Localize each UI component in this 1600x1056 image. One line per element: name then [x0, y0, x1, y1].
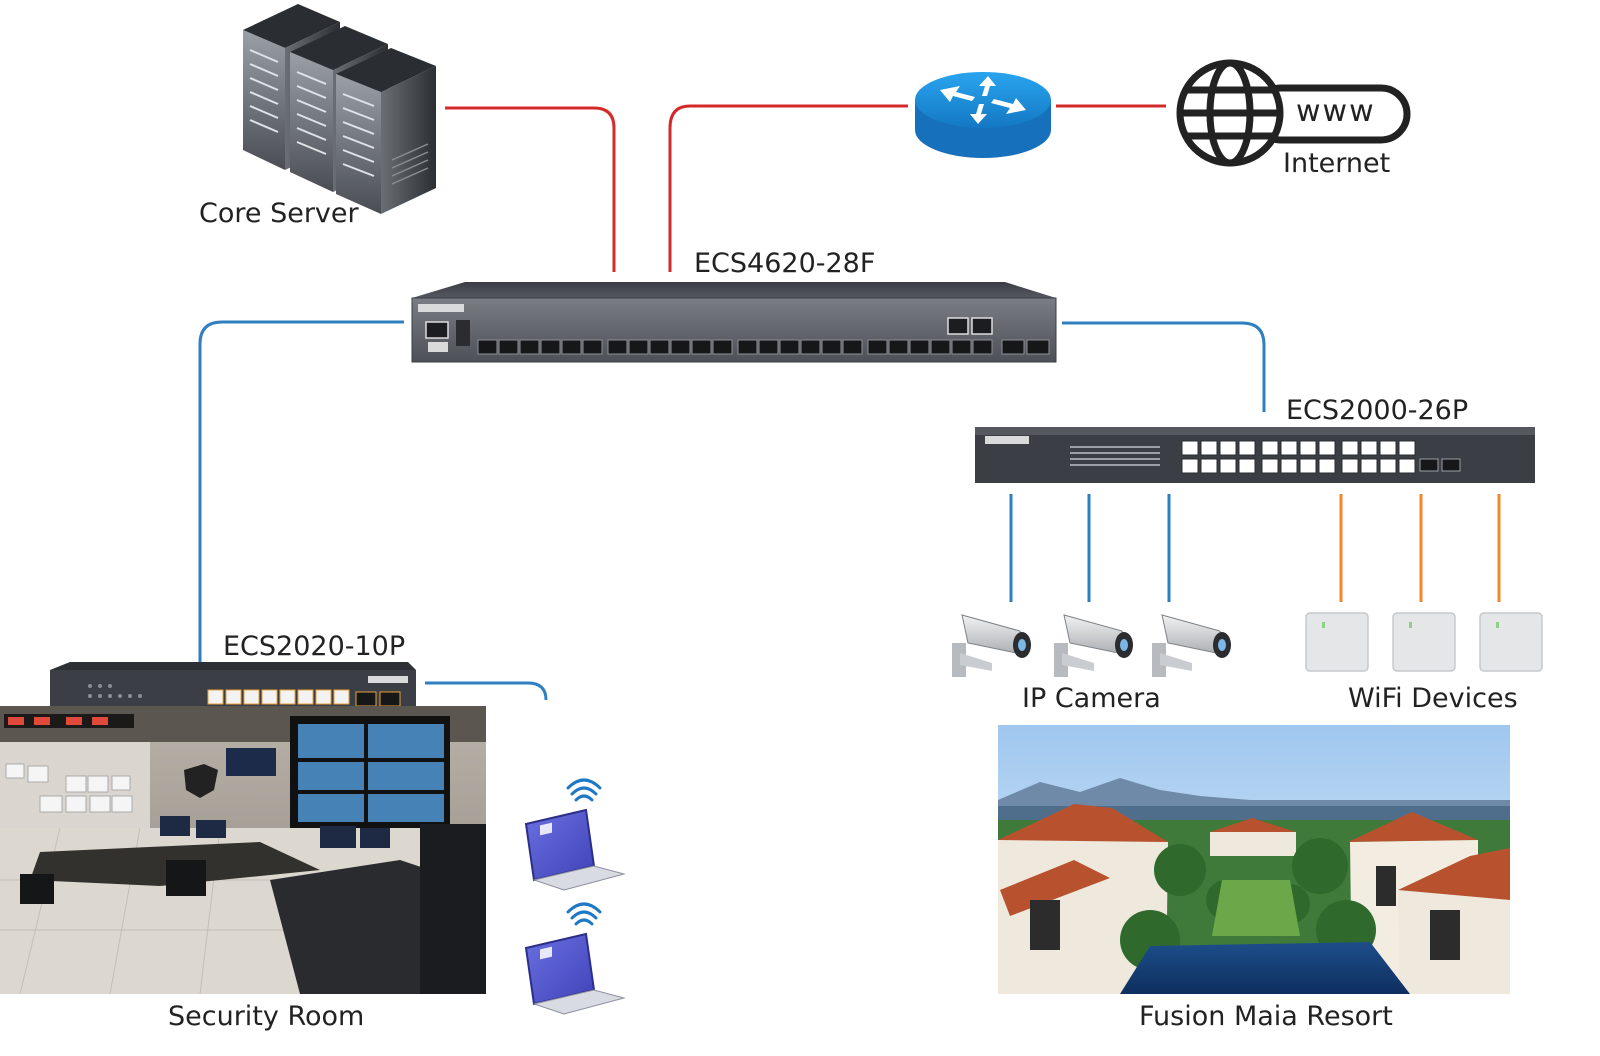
switch-port — [1360, 458, 1378, 474]
wifi-devices-label: WiFi Devices — [1348, 683, 1518, 714]
switch-port — [1280, 440, 1298, 456]
www-label: www — [1296, 94, 1376, 129]
ip-camera-label: IP Camera — [1022, 683, 1161, 714]
switch-port — [207, 689, 224, 705]
switch-port — [1261, 458, 1279, 474]
switch-port — [888, 339, 909, 355]
access-switch-left-label: ECS2020-10P — [223, 631, 406, 662]
switch-port — [1181, 458, 1199, 474]
switch-port — [649, 339, 670, 355]
switch-port — [1219, 458, 1237, 474]
switch-port — [498, 339, 519, 355]
switch-port — [930, 339, 951, 355]
link-server-core — [445, 106, 616, 272]
switch-port — [1299, 458, 1317, 474]
switch-port — [1341, 440, 1359, 456]
switch-port — [1219, 440, 1237, 456]
switch-port — [972, 339, 993, 355]
core-server-icon — [243, 4, 436, 214]
switch-port — [670, 339, 691, 355]
core-switch-label: ECS4620-28F — [694, 248, 876, 279]
switch-port — [1398, 458, 1416, 474]
switch-port — [297, 689, 314, 705]
link-left-switch-camera — [425, 681, 548, 701]
switch-port — [582, 339, 603, 355]
switch-port — [1379, 458, 1397, 474]
switch-port — [1318, 458, 1336, 474]
switch-port — [951, 339, 972, 355]
resort-photo — [998, 725, 1510, 994]
ip-camera-icon — [952, 614, 1231, 677]
switch-port — [842, 339, 863, 355]
switch-port — [909, 339, 930, 355]
switch-port — [315, 689, 332, 705]
switch-port — [1318, 440, 1336, 456]
router-icon — [915, 72, 1051, 158]
switch-port — [1398, 440, 1416, 456]
switch-port — [712, 339, 733, 355]
security-room-photo — [0, 706, 486, 995]
switch-port — [1341, 458, 1359, 474]
switch-port — [279, 689, 296, 705]
connection-lines — [198, 104, 1501, 701]
switch-port — [628, 339, 649, 355]
switch-port — [1299, 440, 1317, 456]
resort-label: Fusion Maia Resort — [1139, 1001, 1393, 1032]
switch-port — [1200, 458, 1218, 474]
switch-port — [1238, 458, 1256, 474]
switch-port — [758, 339, 779, 355]
switch-port — [519, 339, 540, 355]
core-server-label: Core Server — [199, 198, 359, 229]
switch-port — [477, 339, 498, 355]
switch-port — [1200, 440, 1218, 456]
core-switch-ecs4620-28f — [411, 282, 1057, 363]
access-switch-ecs2020-10p — [50, 662, 416, 720]
internet-globe-icon — [1176, 59, 1411, 167]
laptop-icon — [524, 808, 626, 1015]
security-room-label: Security Room — [168, 1001, 365, 1032]
switch-port — [607, 339, 628, 355]
switch-port — [691, 339, 712, 355]
switch-port — [1280, 458, 1298, 474]
switch-port — [779, 339, 800, 355]
switch-port — [867, 339, 888, 355]
switch-port — [1238, 440, 1256, 456]
link-core-router — [668, 104, 908, 272]
switch-port — [1261, 440, 1279, 456]
switch-port — [1360, 440, 1378, 456]
switch-port — [1181, 440, 1199, 456]
switch-port — [333, 689, 350, 705]
switch-port — [737, 339, 758, 355]
switch-port — [1379, 440, 1397, 456]
switch-port — [261, 689, 278, 705]
switch-port — [800, 339, 821, 355]
wifi-access-point-icon — [1305, 612, 1543, 672]
wifi-signal-icon — [566, 778, 602, 926]
link-core-right-switch — [1062, 321, 1266, 412]
switch-port — [540, 339, 561, 355]
access-switch-right-label: ECS2000-26P — [1286, 395, 1469, 426]
switch-port — [821, 339, 842, 355]
internet-label: Internet — [1283, 148, 1391, 179]
switch-port — [561, 339, 582, 355]
switch-port — [243, 689, 260, 705]
switch-port — [225, 689, 242, 705]
access-switch-ecs2000-26p — [975, 427, 1535, 483]
link-core-left-switch — [198, 320, 404, 662]
